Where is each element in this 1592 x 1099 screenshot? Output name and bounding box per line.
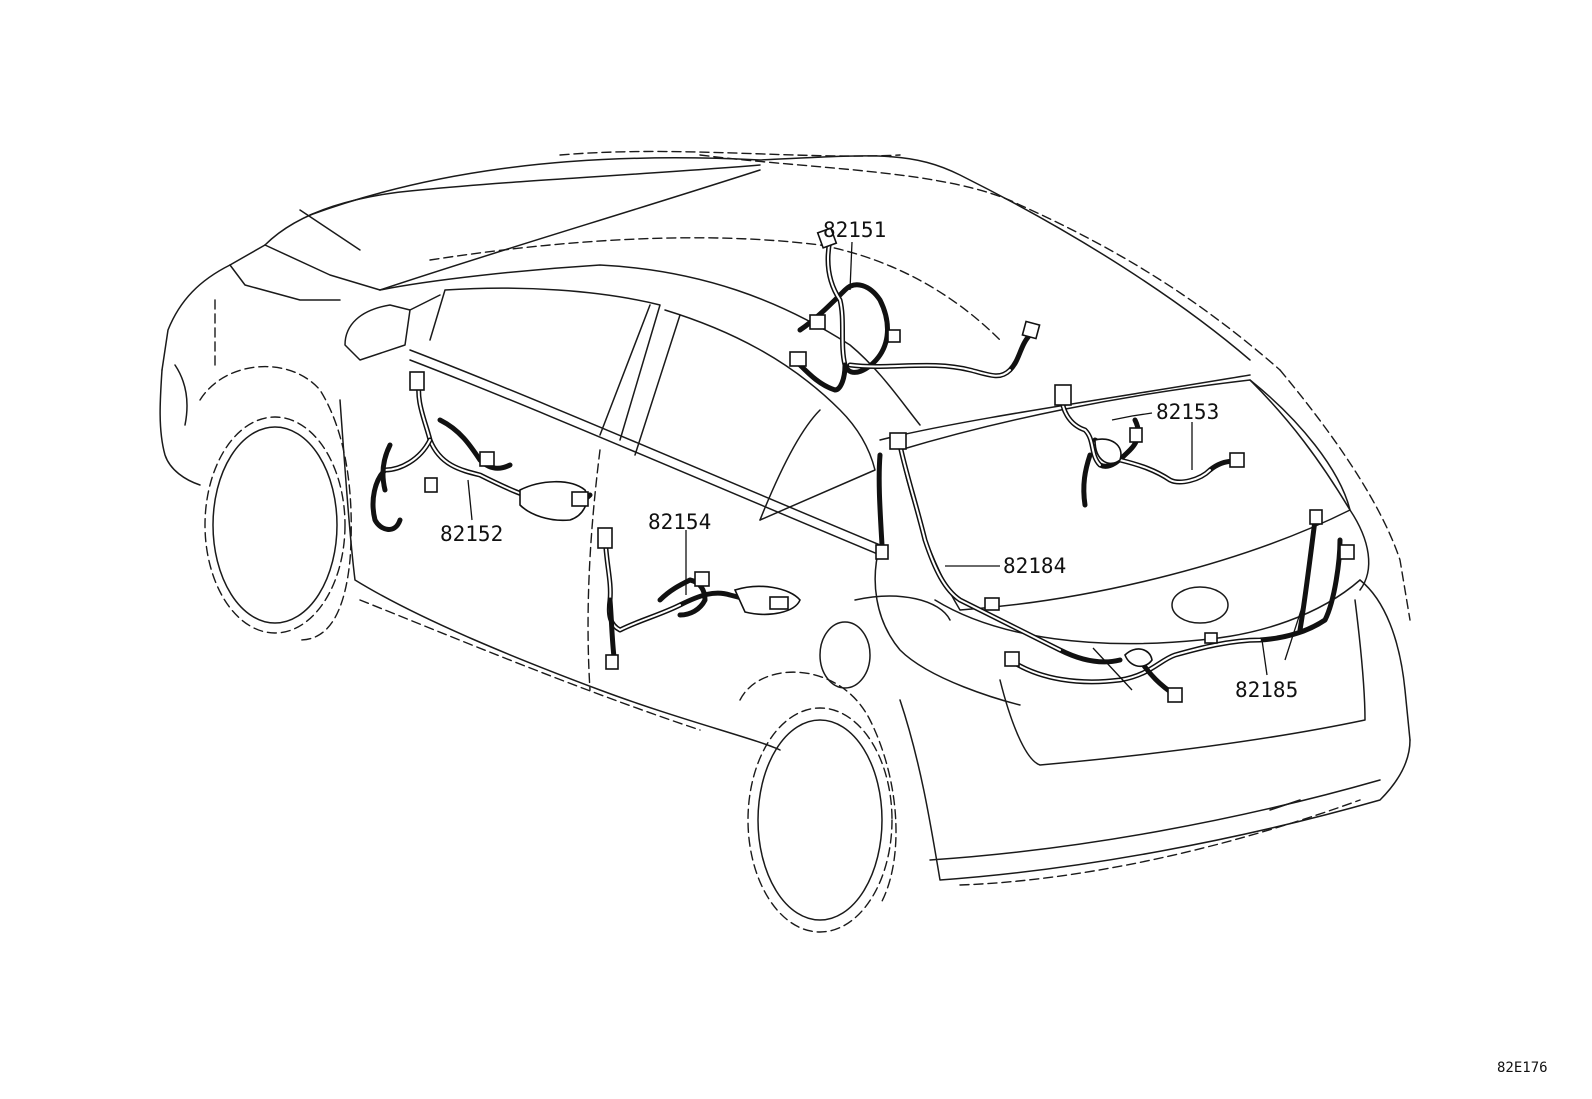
callout-82152: 82152 xyxy=(440,522,503,546)
diagram-code: 82E176 xyxy=(1497,1060,1548,1076)
harness-82185 xyxy=(1004,509,1355,703)
harness-82152 xyxy=(370,371,593,532)
vehicle-outline xyxy=(159,150,1411,933)
callout-82154: 82154 xyxy=(648,510,711,534)
callout-82153: 82153 xyxy=(1156,400,1219,424)
callout-82184: 82184 xyxy=(1003,554,1066,578)
callout-82185: 82185 xyxy=(1235,678,1298,702)
leader-lines xyxy=(467,241,1306,691)
harness-82154 xyxy=(597,527,801,670)
callout-82151: 82151 xyxy=(823,218,886,242)
harness-82151 xyxy=(789,227,1041,393)
harness-82184 xyxy=(875,432,1123,665)
harness-82153 xyxy=(1054,384,1245,508)
